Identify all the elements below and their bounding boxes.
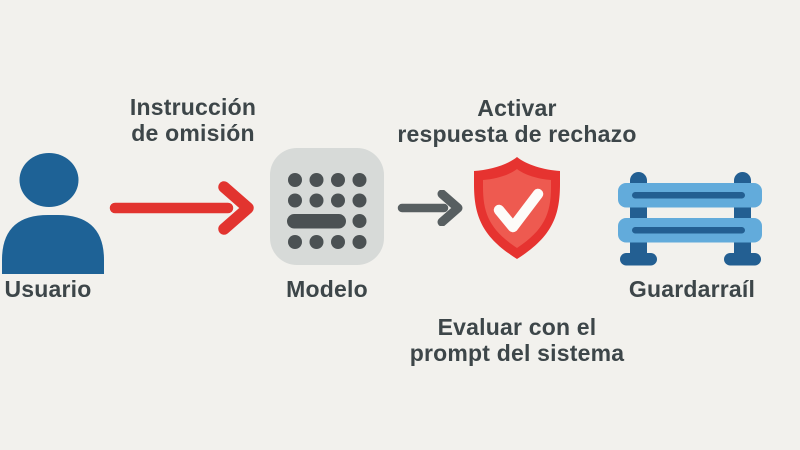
model-chip-icon bbox=[270, 148, 384, 265]
activate-annotation-line2: respuesta de rechazo bbox=[397, 121, 637, 147]
evaluate-annotation-line1: Evaluar con el bbox=[437, 314, 597, 340]
model-node-label: Modelo bbox=[286, 276, 368, 302]
evaluate-annotation-line2: prompt del sistema bbox=[409, 340, 625, 366]
instruction-annotation-line1: Instrucción bbox=[129, 94, 257, 120]
activate-annotation: Activar respuesta de rechazo bbox=[397, 95, 636, 147]
instruction-annotation-line2: de omisión bbox=[131, 120, 255, 146]
guardrail-node-label-text: Guardarraíl bbox=[628, 276, 756, 302]
arrow-user-to-model-icon bbox=[109, 181, 254, 235]
model-node-label-text: Modelo bbox=[286, 276, 368, 302]
user-node-label: Usuario bbox=[4, 276, 91, 302]
arrow-model-to-shield-icon bbox=[397, 190, 463, 226]
evaluate-annotation: Evaluar con el prompt del sistema bbox=[410, 314, 625, 366]
shield-check-icon bbox=[474, 157, 560, 259]
activate-annotation-line1: Activar bbox=[477, 95, 557, 121]
person-icon bbox=[2, 153, 104, 274]
instruction-annotation: Instrucción de omisión bbox=[130, 94, 256, 146]
user-node-label-text: Usuario bbox=[4, 276, 92, 302]
guardrail-icon bbox=[618, 172, 762, 266]
guardrail-node-label: Guardarraíl bbox=[629, 276, 755, 302]
